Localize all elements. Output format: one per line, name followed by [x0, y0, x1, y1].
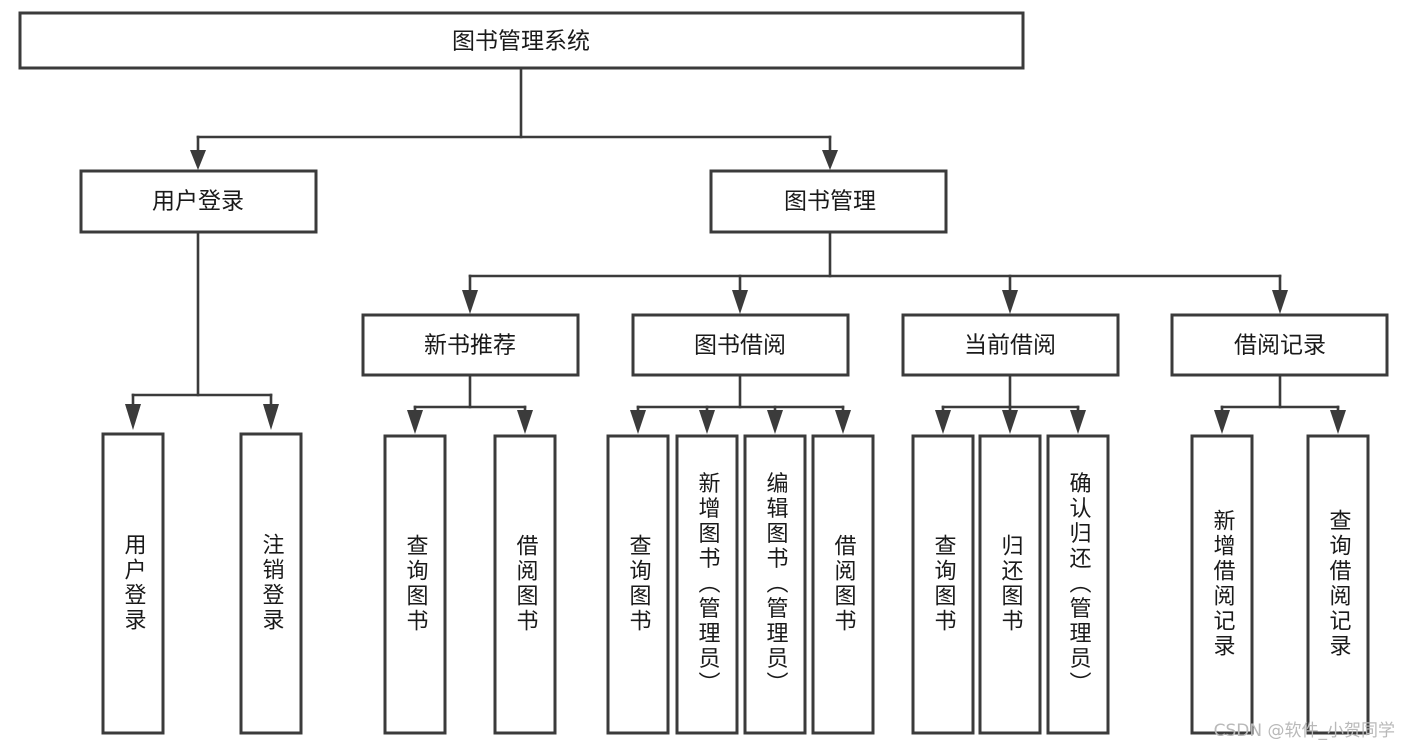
arrow-head-newbook	[462, 290, 478, 314]
leaf-node-8[interactable]: 借阅图书	[811, 434, 875, 735]
node-borrow-label: 图书借阅	[694, 333, 786, 359]
node-bookmgmt-box[interactable]	[709, 169, 948, 234]
leaf-node-10-box[interactable]	[978, 434, 1042, 735]
arrow-head-record	[1272, 290, 1288, 314]
leaf-node-12-box[interactable]	[1190, 434, 1254, 735]
csdn-watermark: CSDN @软件_小贺同学	[1213, 721, 1395, 741]
arrow-head-login	[190, 150, 206, 170]
leaf-node-2[interactable]: 注销登录	[239, 432, 303, 735]
arrow-head-leaf2	[263, 404, 279, 430]
arrow-head-leaf9	[935, 410, 951, 434]
connector-group-current	[935, 373, 1086, 434]
leaf-node-6[interactable]: 新增图书（管理员）	[675, 434, 739, 735]
arrow-head-leaf8	[835, 410, 851, 434]
node-current-label: 当前借阅	[964, 333, 1056, 359]
leaf-node-2-box[interactable]	[239, 432, 303, 735]
leaf-node-6-box[interactable]	[675, 434, 739, 735]
arrow-head-current	[1002, 290, 1018, 314]
leaf-node-3[interactable]: 查询图书	[383, 434, 447, 735]
arrow-head-borrow	[732, 290, 748, 314]
leaf-node-4-box[interactable]	[493, 434, 557, 735]
leaf-node-12[interactable]: 新增借阅记录	[1190, 434, 1254, 735]
leaf-node-9-label: 查询图书	[931, 534, 957, 634]
arrow-head-leaf6	[699, 410, 715, 434]
leaf-node-10[interactable]: 归还图书	[978, 434, 1042, 735]
leaf-node-11-box[interactable]	[1046, 434, 1110, 735]
leaf-node-13-label: 查询借阅记录	[1326, 509, 1352, 659]
leaf-node-4-label: 借阅图书	[513, 534, 539, 634]
node-login-box[interactable]	[79, 169, 318, 234]
leaf-node-2-label: 注销登录	[259, 533, 285, 633]
node-borrow[interactable]: 图书借阅	[631, 313, 850, 377]
leaf-node-3-label: 查询图书	[403, 534, 429, 634]
node-newbook-label: 新书推荐	[424, 333, 516, 359]
arrow-head-leaf3	[407, 410, 423, 434]
leaf-node-12-label: 新增借阅记录	[1210, 509, 1236, 659]
node-record-label: 借阅记录	[1234, 333, 1326, 359]
leaf-node-7-label: 编辑图书（管理员）	[763, 472, 789, 697]
leaf-node-5-box[interactable]	[606, 434, 670, 735]
arrow-head-leaf13	[1330, 410, 1346, 434]
arrow-head-leaf4	[517, 410, 533, 434]
leaf-node-5[interactable]: 查询图书	[606, 434, 670, 735]
node-record[interactable]: 借阅记录	[1170, 313, 1389, 377]
node-record-box[interactable]	[1170, 313, 1389, 377]
node-newbook-box[interactable]	[361, 313, 580, 377]
arrow-head-bookmgmt	[822, 150, 838, 170]
node-root-label: 图书管理系统	[452, 29, 590, 55]
leaf-node-4[interactable]: 借阅图书	[493, 434, 557, 735]
arrow-head-leaf12	[1214, 410, 1230, 434]
leaf-node-9-box[interactable]	[911, 434, 975, 735]
leaf-node-1-box[interactable]	[101, 432, 165, 735]
node-newbook[interactable]: 新书推荐	[361, 313, 580, 377]
node-borrow-box[interactable]	[631, 313, 850, 377]
node-bookmgmt[interactable]: 图书管理	[709, 169, 948, 234]
connector-group-root	[190, 66, 838, 170]
leaf-node-7-box[interactable]	[743, 434, 807, 735]
node-root-box[interactable]	[18, 11, 1025, 70]
node-bookmgmt-label: 图书管理	[784, 189, 876, 215]
leaf-node-3-box[interactable]	[383, 434, 447, 735]
leaf-node-10-label: 归还图书	[998, 534, 1024, 634]
leaf-node-9[interactable]: 查询图书	[911, 434, 975, 735]
arrow-head-leaf10	[1002, 410, 1018, 434]
arrow-head-leaf5	[630, 410, 646, 434]
arrow-head-leaf11	[1070, 410, 1086, 434]
connector-group-bookmgmt	[462, 230, 1288, 314]
node-root[interactable]: 图书管理系统	[18, 11, 1025, 70]
leaf-node-1-label: 用户登录	[121, 533, 147, 633]
connector-group-newbook	[407, 373, 533, 434]
leaf-node-8-box[interactable]	[811, 434, 875, 735]
leaf-node-1[interactable]: 用户登录	[101, 432, 165, 735]
leaf-node-11[interactable]: 确认归还（管理员）	[1046, 434, 1110, 735]
leaf-node-5-label: 查询图书	[626, 534, 652, 634]
arrow-head-leaf1	[125, 404, 141, 430]
arrow-head-leaf7	[767, 410, 783, 434]
node-current-box[interactable]	[901, 313, 1120, 377]
node-current[interactable]: 当前借阅	[901, 313, 1120, 377]
node-login-label: 用户登录	[152, 189, 244, 215]
leaf-node-6-label: 新增图书（管理员）	[695, 472, 721, 697]
connector-group-login	[125, 230, 279, 430]
node-login[interactable]: 用户登录	[79, 169, 318, 234]
connector-group-record	[1214, 373, 1346, 434]
leaf-node-7[interactable]: 编辑图书（管理员）	[743, 434, 807, 735]
leaf-node-11-label: 确认归还（管理员）	[1066, 472, 1092, 697]
leaf-node-13[interactable]: 查询借阅记录	[1306, 434, 1370, 735]
connector-group-borrow	[630, 373, 851, 434]
leaf-node-13-box[interactable]	[1306, 434, 1370, 735]
leaf-node-8-label: 借阅图书	[831, 534, 857, 634]
